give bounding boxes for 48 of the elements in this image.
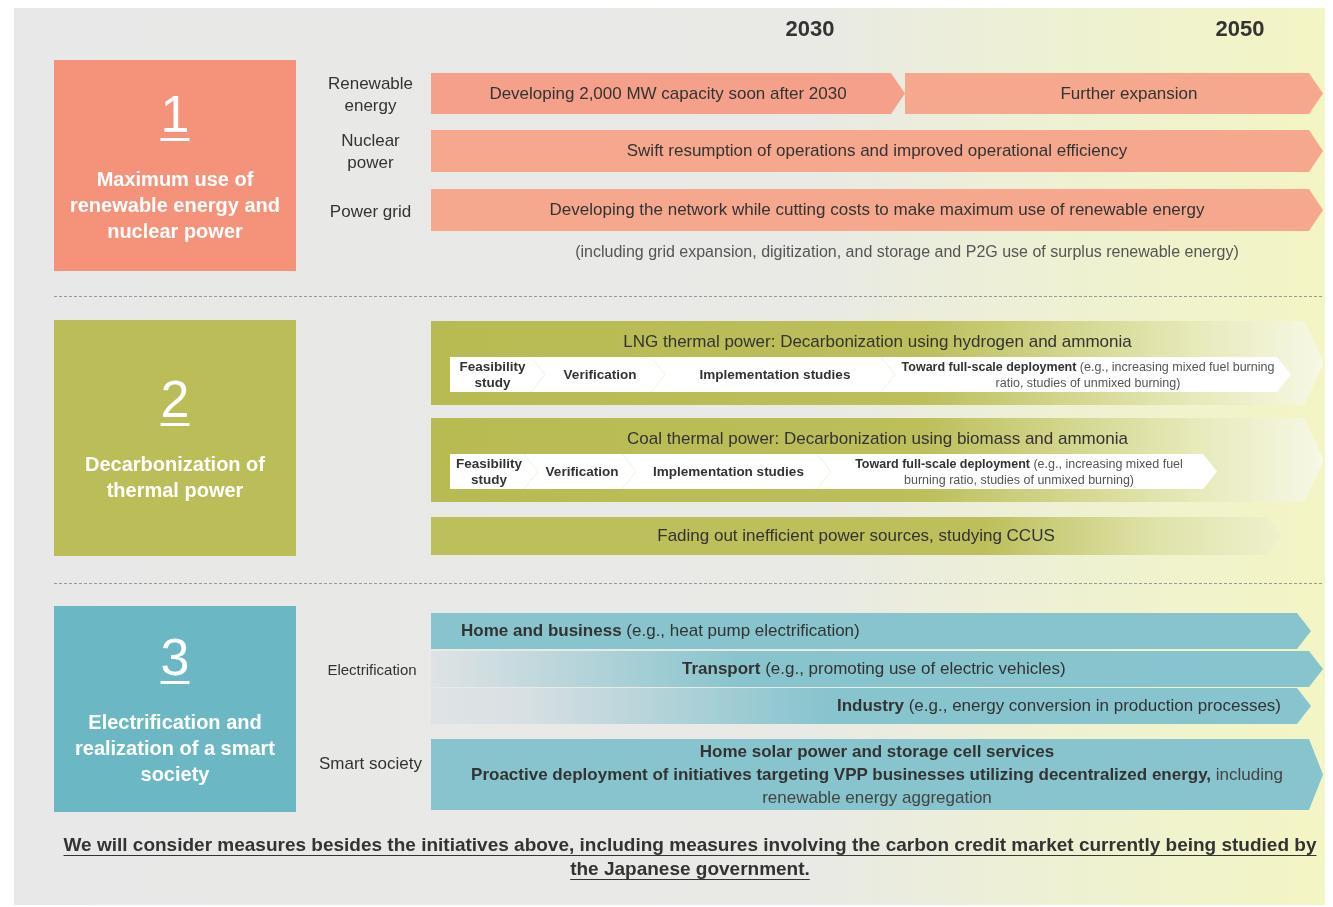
process-step: Implementation studies xyxy=(651,357,895,392)
timeline-band xyxy=(431,130,1323,172)
arrow-label: Home and business (e.g., heat pump electrification) xyxy=(461,620,860,642)
process-step: Verification xyxy=(531,357,665,392)
process-step: Feasibility study xyxy=(450,357,545,392)
timeline-band xyxy=(431,613,1311,649)
timeline-band xyxy=(431,189,1323,231)
arrow-label: Industry (e.g., energy conversion in production processes) xyxy=(836,695,1281,717)
arrow-label: Developing the network while cutting costs to make maximum use of renewable energy xyxy=(549,199,1205,221)
process-step: Toward full-scale deployment (e.g., increasing mixed fuel burning ratio, studies of unmixed burning) xyxy=(817,454,1217,489)
footer-note: We will consider measures besides the initiatives above, including measures involving the carbon credit market currently being studied by the Japanese government. xyxy=(62,833,1318,881)
category-card xyxy=(54,606,296,812)
category-title: Electrification and realization of a smart society xyxy=(73,710,277,787)
year-label: 2030 xyxy=(784,18,836,40)
category-card xyxy=(54,60,296,271)
category-number: 1 xyxy=(160,87,190,140)
timeline-band xyxy=(431,739,1323,810)
row-label: Nuclear power xyxy=(340,130,401,174)
timeline-band xyxy=(905,73,1323,114)
category-title: Maximum use of renewable energy and nuclear power xyxy=(68,166,282,244)
arrow-label: Fading out inefficient power sources, studying CCUS xyxy=(657,525,1055,547)
arrow-label: Further expansion xyxy=(1060,82,1198,105)
row-label: Electrification xyxy=(326,660,418,680)
arrow-label: Proactive deployment of initiatives targeting VPP businesses utilizing decentralized energy, including renewable energy aggregation xyxy=(470,764,1284,809)
timeline-band xyxy=(431,651,1323,687)
timeline-band xyxy=(431,418,1324,502)
arrow-label: Home solar power and storage cell services xyxy=(699,741,1055,763)
process-step: Implementation studies xyxy=(622,454,831,489)
category-number: 2 xyxy=(160,373,190,425)
row-label: Smart society xyxy=(318,753,423,775)
timeline-band xyxy=(431,517,1281,555)
arrow-label: LNG thermal power: Decarbonization using hydrogen and ammonia xyxy=(623,331,1132,353)
year-label: 2050 xyxy=(1214,18,1266,40)
arrow-label: Transport (e.g., promoting use of electric vehicles) xyxy=(682,658,1066,680)
process-step: Toward full-scale deployment (e.g., increasing mixed fuel burning ratio, studies of unmixed burning) xyxy=(881,357,1291,392)
arrow-label: Swift resumption of operations and improved operational efficiency xyxy=(626,140,1128,162)
category-title: Decarbonization of thermal power xyxy=(84,452,266,503)
process-step: Feasibility study xyxy=(450,454,538,489)
category-number: 3 xyxy=(160,631,190,683)
row-label: Renewable energy xyxy=(326,73,415,117)
arrow-label: Developing 2,000 MW capacity soon after 2030 xyxy=(489,82,847,105)
timeline-band xyxy=(431,73,905,114)
timeline-band xyxy=(431,688,1311,724)
row-label: Power grid xyxy=(328,201,413,223)
category-card xyxy=(54,320,296,556)
arrow-label: Coal thermal power: Decarbonization using biomass and ammonia xyxy=(627,428,1128,450)
timeline-band xyxy=(431,321,1324,405)
note-text: (including grid expansion, digitization, and storage and P2G use of surplus renewable energy) xyxy=(574,242,1240,262)
